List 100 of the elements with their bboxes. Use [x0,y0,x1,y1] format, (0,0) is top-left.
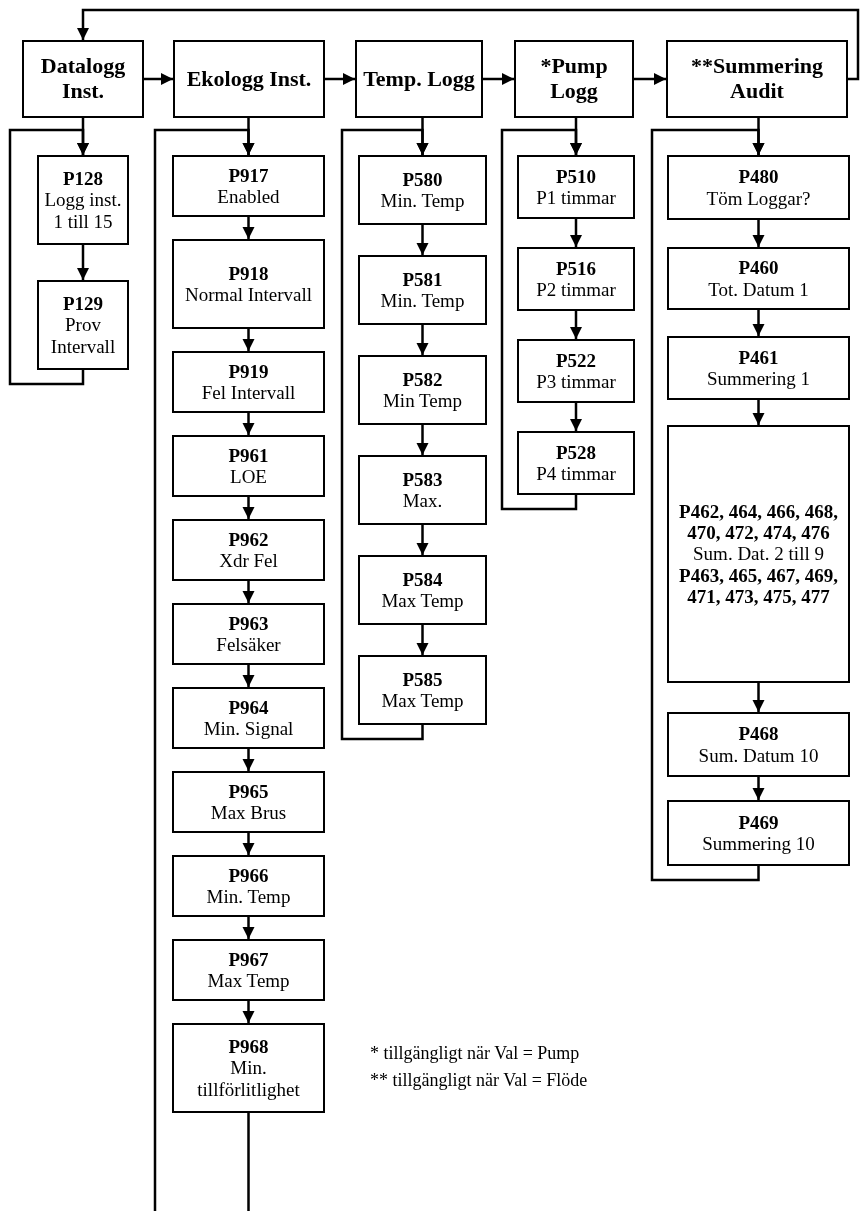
parameter-description: Enabled [216,186,281,208]
parameter-box [517,155,635,219]
arrow [242,413,255,435]
arrow [500,128,583,511]
parameter-description: Min. Temp [379,290,466,312]
parameter-code: P522 [554,349,598,371]
parameter-box [172,435,325,497]
arrow [242,1001,255,1023]
parameter-code: P967 [227,948,270,970]
parameter-code: P585 [401,668,444,690]
parameter-box [172,351,325,413]
parameter-box [172,1023,325,1113]
menu-header-box [173,40,325,118]
parameter-description: Sum. Dat. 2 till 9 [692,543,825,565]
arrow [483,72,514,86]
parameter-box [517,339,635,403]
parameter-code: P965 [227,780,270,802]
parameter-box [517,431,635,495]
parameter-box [358,155,487,225]
arrow [153,128,255,1211]
parameter-code: P582 [401,368,444,390]
parameter-box [37,155,129,245]
menu-header-box [22,40,144,118]
arrow [144,72,173,86]
parameter-box [172,855,325,917]
parameter-description: Tot. Datum 1 [707,278,810,300]
menu-title: Datalogg Inst. [39,54,127,104]
parameter-code: P962 [227,528,270,550]
arrow [752,220,765,247]
menu-title: **Summering Audit [690,54,824,104]
parameter-box [172,603,325,665]
parameter-description: LOE [229,466,268,488]
parameter-box [37,280,129,370]
parameter-description: Fel Intervall [200,382,297,404]
parameter-code: P462, 464, 466, 468, 470, 472, 474, 476 [678,500,839,544]
parameter-code: P528 [554,441,598,463]
footnote: ** tillgängligt när Val = Flöde [370,1069,588,1092]
parameter-code: P129 [61,293,105,315]
parameter-description: Max. [401,490,444,512]
arrow [416,625,429,655]
parameter-box [172,519,325,581]
arrow [76,8,860,81]
parameter-description: Sum. Datum 10 [697,744,820,766]
parameter-description: Prov Intervall [49,314,117,357]
parameter-code: P964 [227,696,270,718]
parameter-code: P461 [737,346,780,368]
parameter-box [667,712,850,777]
parameter-box [358,455,487,525]
parameter-box [172,939,325,1001]
parameter-description: Summering 1 [706,368,811,390]
parameter-description: Felsäker [215,634,282,656]
parameter-box [667,336,850,400]
arrow [752,400,765,425]
parameter-description: Max Temp [206,970,291,992]
arrow [634,72,666,86]
arrow [416,525,429,555]
parameter-box [172,771,325,833]
parameter-box [667,425,850,683]
menu-header-box [666,40,848,118]
parameter-code: P963 [227,612,270,634]
parameter-code: P463, 465, 467, 469, 471, 473, 475, 477 [678,564,839,608]
arrow [242,581,255,603]
menu-title: Ekologg Inst. [185,66,313,92]
parameter-description: Min. Temp [379,190,466,212]
parameter-box [358,355,487,425]
parameter-code: P961 [227,444,270,466]
parameter-description: P1 timmar [535,187,617,209]
arrow [569,219,583,247]
arrow [242,497,255,519]
arrow [76,245,90,280]
arrow [569,403,583,431]
arrow [325,72,355,86]
parameter-code: P460 [737,257,780,279]
parameter-description: Töm Loggar? [705,187,812,209]
arrow [242,665,255,687]
arrow [242,917,255,939]
menu-header-box [355,40,483,118]
parameter-code: P918 [227,262,270,284]
parameter-box [517,247,635,311]
parameter-box [358,555,487,625]
parameter-description: Xdr Fel [218,550,279,572]
parameter-description: Normal Intervall [183,284,314,306]
menu-title: Temp. Logg [362,66,476,92]
parameter-code: P580 [401,168,444,190]
parameter-code: P584 [401,568,444,590]
arrow [242,749,255,771]
parameter-box [667,247,850,310]
arrow [242,833,255,855]
parameter-code: P516 [554,257,598,279]
parameter-description: Min. Signal [202,718,295,740]
parameter-box [358,255,487,325]
arrow [340,128,429,741]
parameter-code: P480 [737,166,780,188]
arrow [242,217,255,239]
arrow [8,128,90,386]
parameter-description: Min Temp [381,390,464,412]
parameter-code: P469 [737,811,780,833]
parameter-box [358,655,487,725]
parameter-description: Min. tillförlitlighet [196,1057,301,1100]
arrow [416,325,429,355]
